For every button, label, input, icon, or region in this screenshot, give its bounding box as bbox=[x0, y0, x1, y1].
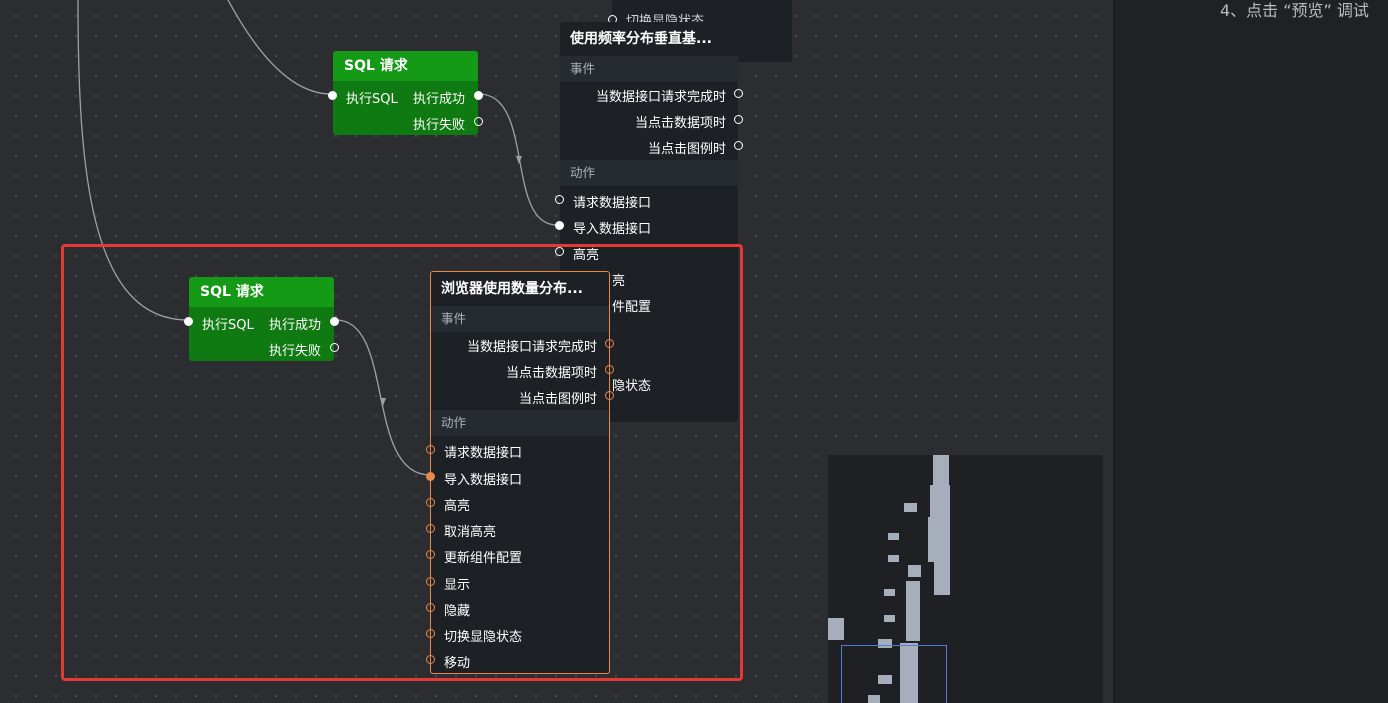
port-label: 执行成功 bbox=[413, 92, 466, 107]
minimap-node bbox=[908, 565, 921, 577]
port-label: 执行SQL bbox=[202, 318, 254, 333]
action-port[interactable] bbox=[555, 221, 564, 230]
action-label-fragment: 亮 bbox=[612, 274, 626, 289]
action-port[interactable] bbox=[426, 445, 435, 454]
port-label: 执行成功 bbox=[269, 318, 322, 333]
action-label: 显示 bbox=[444, 578, 471, 593]
action-label: 切换显隐状态 bbox=[444, 630, 523, 645]
panel-divider[interactable] bbox=[1113, 0, 1116, 703]
action-label: 移动 bbox=[444, 656, 471, 671]
minimap-node bbox=[868, 695, 880, 703]
minimap[interactable] bbox=[828, 455, 1103, 703]
port-label: 执行SQL bbox=[346, 92, 398, 107]
events-section-label: 事件 bbox=[560, 56, 738, 82]
minimap-node bbox=[888, 555, 899, 562]
action-label: 高亮 bbox=[444, 499, 471, 514]
actions-section-label: 动作 bbox=[560, 160, 738, 186]
event-port[interactable] bbox=[734, 89, 743, 98]
tip-text: 4、点击 “预览” 调试 bbox=[1220, 1, 1369, 20]
minimap-node bbox=[904, 503, 917, 512]
minimap-node bbox=[884, 615, 895, 622]
action-port[interactable] bbox=[555, 247, 564, 256]
chart-node-bottom-selected[interactable]: 浏览器使用数量分布... 事件 当数据接口请求完成时 当点击数据项时 当点击图例… bbox=[426, 271, 614, 674]
event-label: 当点击数据项时 bbox=[505, 366, 597, 381]
wire bbox=[227, 0, 332, 95]
minimap-node bbox=[878, 675, 892, 684]
action-port[interactable] bbox=[426, 472, 435, 481]
minimap-node bbox=[906, 581, 920, 641]
action-port[interactable] bbox=[426, 498, 435, 507]
event-label: 当数据接口请求完成时 bbox=[595, 90, 726, 105]
node-title: SQL 请求 bbox=[189, 277, 334, 307]
action-label: 隐藏 bbox=[444, 604, 471, 619]
node-title: 使用频率分布垂直基... bbox=[570, 31, 712, 47]
action-label: 导入数据接口 bbox=[573, 222, 652, 237]
port-execute-sql[interactable] bbox=[328, 91, 337, 100]
action-label-fragment: 件配置 bbox=[612, 300, 652, 315]
port-execute-sql[interactable] bbox=[184, 317, 193, 326]
annotation-highlight-box bbox=[61, 244, 743, 681]
event-label: 当点击图例时 bbox=[518, 392, 597, 407]
action-port[interactable] bbox=[555, 195, 564, 204]
event-port[interactable] bbox=[605, 365, 614, 374]
minimap-node bbox=[888, 533, 899, 540]
event-label: 当点击图例时 bbox=[647, 142, 726, 157]
minimap-node bbox=[900, 643, 918, 703]
port-fail[interactable] bbox=[474, 117, 483, 126]
minimap-node bbox=[930, 485, 950, 525]
action-port[interactable] bbox=[426, 550, 435, 559]
event-port[interactable] bbox=[605, 391, 614, 400]
connection-wires bbox=[77, 0, 558, 476]
port-success[interactable] bbox=[330, 317, 339, 326]
minimap-node bbox=[884, 589, 895, 596]
events-section-label: 事件 bbox=[431, 306, 609, 332]
sql-request-node-top[interactable]: SQL 请求 执行SQL 执行成功 执行失败 bbox=[328, 51, 483, 135]
action-label: 请求数据接口 bbox=[444, 446, 523, 461]
event-label: 当数据接口请求完成时 bbox=[466, 340, 597, 355]
port-label: 执行失败 bbox=[413, 118, 466, 133]
action-label: 高亮 bbox=[573, 248, 600, 263]
action-label: 更新组件配置 bbox=[444, 551, 523, 566]
node-title: SQL 请求 bbox=[333, 51, 478, 81]
action-port[interactable] bbox=[426, 603, 435, 612]
sql-request-node-bottom[interactable]: SQL 请求 执行SQL 执行成功 执行失败 bbox=[184, 277, 339, 361]
action-port[interactable] bbox=[426, 524, 435, 533]
actions-section-label: 动作 bbox=[431, 410, 609, 436]
minimap-node bbox=[933, 455, 949, 490]
wire-arrow-icon bbox=[516, 156, 522, 164]
minimap-viewport[interactable] bbox=[841, 645, 947, 703]
event-label: 当点击数据项时 bbox=[634, 116, 726, 131]
action-port[interactable] bbox=[426, 629, 435, 638]
port-label: 执行失败 bbox=[269, 344, 322, 359]
port-fail[interactable] bbox=[330, 343, 339, 352]
event-port[interactable] bbox=[605, 339, 614, 348]
wire bbox=[77, 0, 189, 321]
wire-arrow-icon bbox=[380, 398, 386, 406]
wire bbox=[335, 319, 431, 476]
minimap-node bbox=[934, 555, 950, 595]
node-title: 浏览器使用数量分布... bbox=[441, 281, 583, 297]
event-port[interactable] bbox=[734, 141, 743, 150]
action-label-fragment: 隐状态 bbox=[612, 379, 652, 394]
action-label: 请求数据接口 bbox=[573, 196, 652, 211]
logic-canvas[interactable]: 切换显隐状态 SQL 请求 执行SQL 执行成功 执行失败 使用频率分布垂直基.… bbox=[0, 0, 1115, 703]
action-port[interactable] bbox=[426, 655, 435, 664]
minimap-node bbox=[828, 618, 844, 640]
action-label: 导入数据接口 bbox=[444, 473, 523, 488]
minimap-node bbox=[878, 639, 892, 648]
action-label: 取消高亮 bbox=[444, 525, 497, 540]
event-port[interactable] bbox=[734, 115, 743, 124]
port-success[interactable] bbox=[474, 91, 483, 100]
action-port[interactable] bbox=[426, 577, 435, 586]
help-panel: 4、点击 “预览” 调试 bbox=[1116, 0, 1388, 703]
minimap-node bbox=[928, 517, 950, 562]
